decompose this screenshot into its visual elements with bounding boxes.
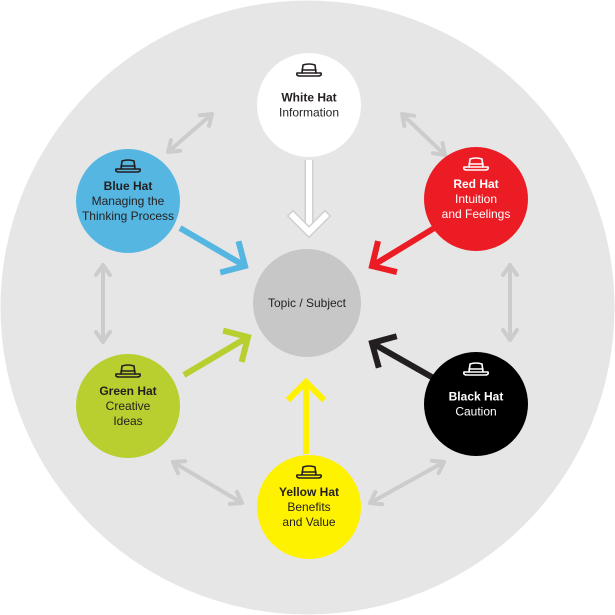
yellow-hat-description: and Value bbox=[282, 515, 335, 529]
yellow-hat-description: Benefits bbox=[287, 500, 330, 514]
black-hat-description: Caution bbox=[455, 405, 496, 419]
connector-arrow bbox=[501, 263, 519, 342]
connector-arrow bbox=[400, 112, 447, 157]
center-label: Topic / Subject bbox=[268, 296, 347, 310]
black-arrow bbox=[368, 333, 439, 383]
hat-icon bbox=[463, 362, 489, 376]
hat-icon bbox=[296, 63, 322, 77]
yellow-arrow bbox=[285, 377, 327, 454]
green-hat-description: Ideas bbox=[113, 414, 142, 428]
red-hat-title: Red Hat bbox=[453, 177, 498, 191]
center-arrows bbox=[178, 160, 439, 454]
blue-hat-description: Managing the bbox=[92, 194, 165, 208]
center-node: Topic / Subject bbox=[253, 249, 361, 357]
red-hat-description: and Feelings bbox=[442, 207, 511, 221]
green-hat-title: Green Hat bbox=[99, 384, 156, 398]
connector-arrow bbox=[94, 263, 112, 344]
connector-arrow bbox=[368, 458, 446, 507]
red-hat-disc bbox=[424, 147, 528, 251]
hat-icon bbox=[463, 157, 489, 171]
hat-icon bbox=[115, 364, 141, 378]
white-hat-description: Information bbox=[279, 106, 339, 120]
hat-icon bbox=[115, 159, 141, 173]
red-hat-description: Intuition bbox=[455, 192, 497, 206]
green-hat-disc bbox=[76, 354, 180, 458]
black-hat-disc bbox=[424, 352, 528, 456]
center-disc bbox=[253, 249, 361, 357]
connector-arrow bbox=[166, 112, 214, 154]
red-arrow bbox=[368, 224, 438, 275]
white-hat-disc bbox=[257, 53, 361, 157]
blue-hat-disc bbox=[76, 149, 180, 253]
white-hat-title: White Hat bbox=[281, 91, 336, 105]
black-hat-title: Black Hat bbox=[449, 390, 504, 404]
connector-arrow bbox=[171, 459, 244, 506]
connector-arrows bbox=[94, 112, 519, 507]
blue-hat-description: Thinking Process bbox=[82, 209, 174, 223]
yellow-hat-disc bbox=[257, 455, 361, 559]
green-hat-description: Creative bbox=[106, 399, 151, 413]
yellow-hat-title: Yellow Hat bbox=[279, 485, 339, 499]
blue-arrow bbox=[178, 225, 249, 276]
hat-icon bbox=[296, 465, 322, 479]
white-arrow bbox=[286, 160, 332, 239]
blue-hat-title: Blue Hat bbox=[104, 179, 153, 193]
green-arrow bbox=[182, 327, 252, 378]
